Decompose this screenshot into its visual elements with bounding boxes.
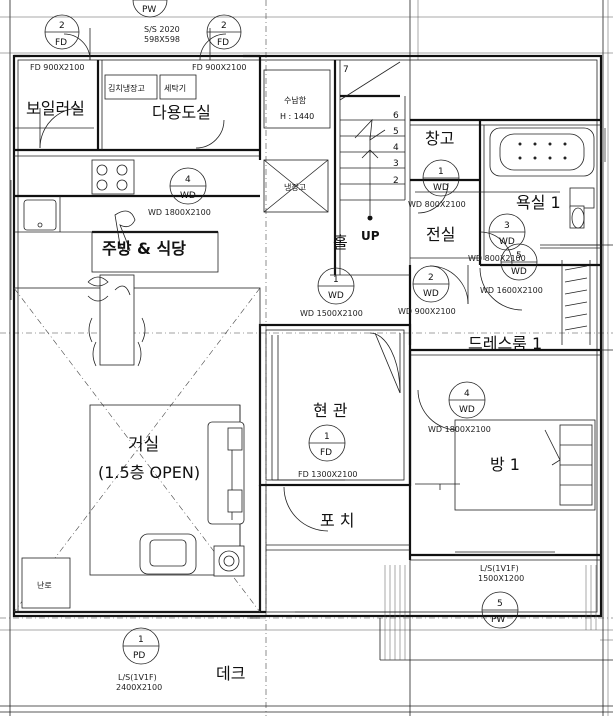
label-storage: 창고 [425,129,454,148]
tag-fd-2-left: 2 FD [44,14,80,50]
svg-text:4: 4 [464,389,470,399]
label-boiler-room: 보일러실 [26,99,85,118]
ann-fd-boiler: FD 900X2100 [30,63,84,72]
svg-text:1: 1 [438,167,444,177]
room-labels: 보일러실 다용도실 주방 & 식당 거실 (1.5층 OPEN) 창고 전실 욕… [26,99,561,683]
storage-box-height: H : 1440 [280,112,314,121]
svg-text:WD: WD [423,289,439,299]
svg-text:WD: WD [499,237,515,247]
tag-wd-1-storage: 1 WD [422,159,460,197]
label-pantry: 전실 [426,225,455,244]
stair-step-2: 2 [393,176,399,186]
tag-pw-top: PW [132,0,168,18]
ann-wd-room1: WD 1800X2100 [428,425,491,434]
ann-wd-storage: WD 800X2100 [408,200,466,209]
svg-text:5: 5 [497,599,503,609]
stair-step-5: 5 [393,127,399,137]
tag-pw-5-right: 5 PW [481,591,519,629]
stair-up-label: UP [361,229,380,243]
ann-ss-top-size: 598X598 [144,35,180,44]
label-deck: 데크 [216,664,245,683]
svg-text:WD: WD [433,183,449,193]
ann-ls-right: L/S(1V1F) [480,564,519,573]
bath-fixtures [489,127,595,229]
ann-ls-deck-size: 2400X2100 [116,683,162,692]
tag-wd-5-dress: 5 WD [500,243,538,281]
label-hall: 홀 [333,233,348,252]
washer-label: 세탁기 [164,83,186,93]
svg-text:FD: FD [55,38,67,48]
svg-text:FD: FD [217,38,229,48]
staircase: 7 6 5 4 3 2 UP [339,61,406,243]
leader-lines [14,127,613,619]
stair-step-3: 3 [393,159,399,169]
label-living-note: (1.5층 OPEN) [98,463,200,482]
ann-fd-entrance: FD 1300X2100 [298,470,358,479]
opening-tags: 2 FD PW 2 FD 4 WD 1 WD 3 [44,0,538,665]
svg-text:2: 2 [221,21,227,31]
storage-box-label: 수납함 [284,96,307,105]
kitchen-fixtures [23,159,146,367]
label-porch: 포 치 [320,511,355,530]
ann-ls-deck: L/S(1V1F) [118,673,157,682]
svg-text:WD: WD [180,191,196,201]
stair-step-4: 4 [393,143,399,153]
ann-ss-top: S/S 2020 [144,25,180,34]
ann-wd-hall: WD 1500X2100 [300,309,363,318]
kimchi-fridge-label: 김치냉장고 [108,83,145,93]
svg-text:1: 1 [324,432,330,442]
label-kitchen: 주방 & 식당 [102,239,186,258]
room1-bed [454,419,596,511]
fixtures: 냉장고 수납함 H : 1440 김치냉장고 세탁기 [104,69,331,213]
label-bath: 욕실 1 [516,193,561,212]
ann-ls-right-size: 1500X1200 [478,574,524,583]
svg-text:WD: WD [328,291,344,301]
svg-text:PD: PD [133,651,145,661]
svg-text:PW: PW [491,615,505,625]
size-annotations: S/S 2020 598X598 FD 900X2100 FD 900X2100… [30,25,543,692]
svg-text:2: 2 [428,273,434,283]
fridge-label: 냉장고 [284,182,306,192]
svg-text:5: 5 [516,251,522,261]
svg-text:WD: WD [459,405,475,415]
door-swings [39,28,523,532]
label-living-room: 거실 [128,435,159,455]
ann-wd-dress-b: WD 1600X2100 [480,286,543,295]
svg-text:3: 3 [504,221,510,231]
ann-wd-dress-a: WD 900X2100 [398,307,456,316]
label-entrance: 현 관 [313,401,348,420]
label-utility-room: 다용도실 [152,103,211,122]
stair-step-6: 6 [393,111,399,121]
svg-text:PW: PW [142,5,156,15]
tag-pd-1-deck: 1 PD [122,627,160,665]
ann-wd-kitchen: WD 1800X2100 [148,208,211,217]
heater-label: 난로 [37,581,52,590]
svg-text:1: 1 [138,635,144,645]
ann-wd-bath: WD 800X2100 [468,254,526,263]
tag-wd-3-bath: 3 WD [488,213,526,251]
tag-wd-4-kitchen: 4 WD [169,167,207,205]
svg-text:4: 4 [185,175,191,185]
tag-wd-2-dress: 2 WD [412,265,450,303]
ann-fd-utility: FD 900X2100 [192,63,246,72]
living-fixtures: 난로 [21,421,245,609]
dress-closet [561,260,591,345]
entrance-fixtures [271,332,401,481]
tag-fd-1-entrance: 1 FD [308,424,346,462]
svg-text:1: 1 [333,275,339,285]
svg-text:FD: FD [320,448,332,458]
tag-wd-1-hall: 1 WD [317,267,355,305]
label-room1: 방 1 [490,455,520,474]
tag-fd-2-right: 2 FD [206,14,242,50]
stair-step-7: 7 [343,65,349,75]
label-dressroom: 드레스룸 1 [468,334,542,353]
tag-wd-4-room1: 4 WD [448,381,486,419]
svg-text:2: 2 [59,21,65,31]
svg-text:WD: WD [511,267,527,277]
